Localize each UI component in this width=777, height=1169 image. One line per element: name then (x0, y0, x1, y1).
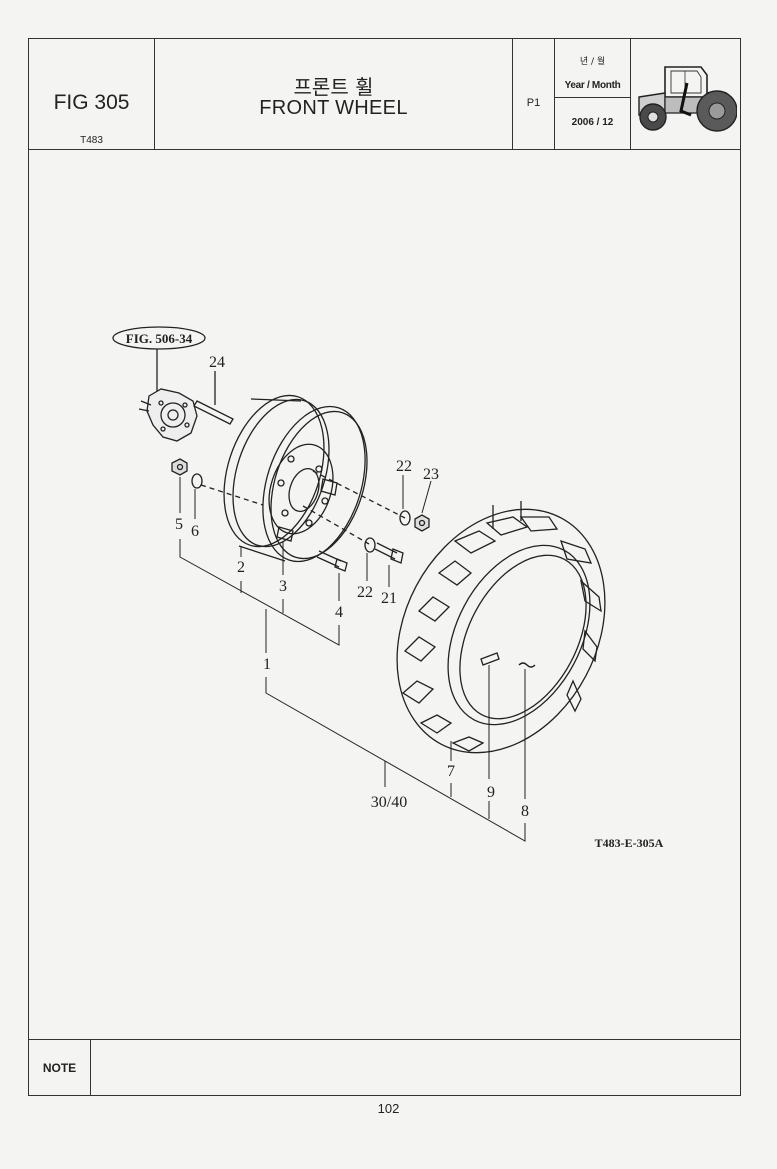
part-label-30-40: 30/40 (371, 794, 407, 811)
nut-5 (171, 458, 188, 476)
part-label-5: 5 (175, 516, 183, 533)
part-label-6: 6 (191, 523, 199, 540)
note-row: NOTE (29, 1039, 740, 1095)
washer-22-lower (364, 537, 376, 553)
date-label-english: Year / Month (564, 80, 621, 91)
date-divider (555, 97, 630, 98)
stud-24 (193, 400, 234, 425)
tractor-icon (638, 66, 737, 132)
parts-sheet: FIG 305 T483 프론트 휠 FRONT WHEEL P1 년 / 월 … (28, 38, 741, 1096)
bolt-4 (316, 550, 348, 572)
thumbnail-cell (631, 39, 741, 149)
bolt-21 (374, 542, 404, 564)
part-label-3: 3 (279, 578, 287, 595)
washer-22-upper (399, 510, 411, 526)
page-ref: P1 (526, 97, 541, 109)
washer-6 (191, 473, 203, 489)
tyre-7 (396, 501, 606, 754)
title-block: FIG 305 T483 프론트 휠 FRONT WHEEL P1 년 / 월 … (29, 39, 740, 150)
part-label-24: 24 (209, 354, 225, 371)
part-label-8: 8 (521, 803, 529, 820)
hub-assembly (138, 388, 198, 442)
leader-lines (179, 475, 526, 842)
model-code: T483 (80, 135, 103, 146)
valve-9 (480, 652, 500, 666)
date-value: 2006 / 12 (571, 117, 614, 128)
page-ref-cell: P1 (513, 39, 555, 149)
part-label-22-upper: 22 (396, 458, 412, 475)
part-label-22-lower: 22 (357, 584, 373, 601)
part-label-2: 2 (237, 559, 245, 576)
wheel-disc (268, 443, 338, 542)
page-number: 102 (377, 1101, 400, 1116)
drawing-code: T483-E-305A (595, 836, 664, 850)
title-korean: 프론트 휠 (293, 75, 374, 99)
part-label-7: 7 (447, 763, 455, 780)
figure-number: FIG 305 (53, 91, 130, 114)
exploded-diagram: FIG. 506-34 (112, 326, 664, 850)
nut-23 (414, 514, 430, 532)
fig-reference-ellipse (112, 326, 206, 350)
wheel-rim (223, 394, 368, 563)
title-english: FRONT WHEEL (259, 97, 408, 119)
figure-cell: FIG 305 T483 (29, 39, 155, 149)
tube-8 (518, 662, 536, 668)
part-label-1: 1 (263, 656, 271, 673)
part-label-21: 21 (381, 590, 397, 607)
title-cell: 프론트 휠 FRONT WHEEL (155, 39, 513, 149)
part-label-4: 4 (335, 604, 343, 621)
fig-reference-label: FIG. 506-34 (126, 331, 193, 346)
part-label-9: 9 (487, 784, 495, 801)
note-label: NOTE (29, 1040, 91, 1095)
date-label-korean: 년 / 월 (579, 57, 606, 67)
part-label-23: 23 (423, 466, 439, 483)
date-cell: 년 / 월 Year / Month 2006 / 12 (555, 39, 631, 149)
